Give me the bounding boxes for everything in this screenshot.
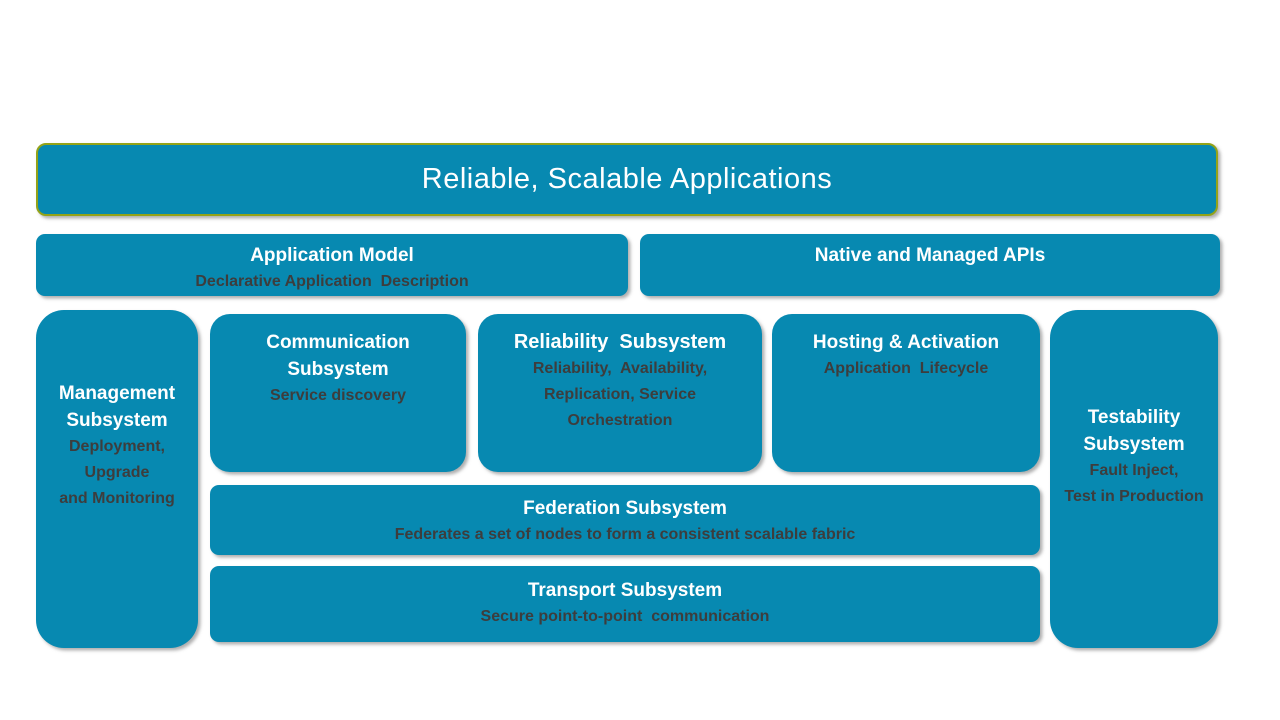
native-managed-apis-box: Native and Managed APIs <box>640 234 1220 296</box>
management-subsystem-title: Management Subsystem <box>58 383 176 431</box>
native-managed-apis-title: Native and Managed APIs <box>814 245 1046 266</box>
reliability-subsystem-box: Reliability Subsystem Reliability, Avail… <box>478 314 762 472</box>
testability-subsystem-subtitle: Fault Inject, Test in Production <box>1064 462 1204 505</box>
communication-subsystem-subtitle: Service discovery <box>269 387 407 404</box>
federation-subsystem-title: Federation Subsystem <box>523 498 727 519</box>
management-subsystem-subtitle: Deployment, Upgrade and Monitoring <box>59 438 175 507</box>
application-model-box: Application Model Declarative Applicatio… <box>36 234 628 296</box>
hosting-activation-box: Hosting & Activation Application Lifecyc… <box>772 314 1040 472</box>
diagram-title: Reliable, Scalable Applications <box>421 163 833 195</box>
reliable-scalable-applications-box: Reliable, Scalable Applications <box>36 143 1218 216</box>
reliability-subsystem-title: Reliability Subsystem <box>513 331 727 353</box>
transport-subsystem-box: Transport Subsystem Secure point-to-poin… <box>210 566 1040 642</box>
transport-subsystem-subtitle: Secure point-to-point communication <box>480 608 770 625</box>
testability-subsystem-title: Testability Subsystem <box>1083 407 1185 455</box>
federation-subsystem-subtitle: Federates a set of nodes to form a consi… <box>394 526 856 543</box>
reliability-subsystem-subtitle: Reliability, Availability, Replication, … <box>532 360 708 429</box>
hosting-activation-subtitle: Application Lifecycle <box>823 360 989 377</box>
hosting-activation-title: Hosting & Activation <box>812 332 1000 353</box>
testability-subsystem-box: Testability Subsystem Fault Inject, Test… <box>1050 310 1218 648</box>
federation-subsystem-box: Federation Subsystem Federates a set of … <box>210 485 1040 555</box>
management-subsystem-box: Management Subsystem Deployment, Upgrade… <box>36 310 198 648</box>
transport-subsystem-title: Transport Subsystem <box>527 580 723 601</box>
application-model-subtitle: Declarative Application Description <box>195 273 469 290</box>
communication-subsystem-box: Communication Subsystem Service discover… <box>210 314 466 472</box>
communication-subsystem-title: Communication Subsystem <box>266 332 410 380</box>
application-model-title: Application Model <box>250 245 414 266</box>
